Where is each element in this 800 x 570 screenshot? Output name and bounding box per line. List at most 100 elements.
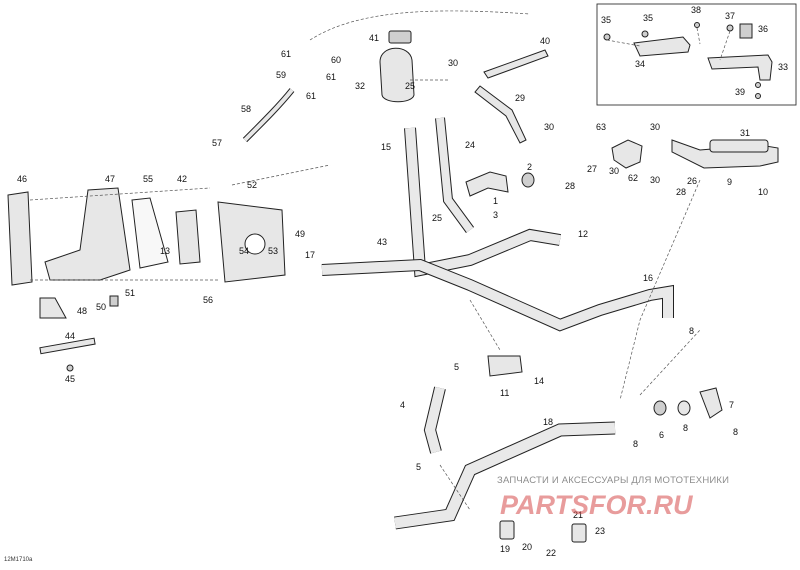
fitting-19 xyxy=(499,520,515,540)
callout-35b: 35 xyxy=(643,13,653,23)
callout-22: 22 xyxy=(546,548,556,558)
callout-5a: 5 xyxy=(454,362,459,372)
callout-27: 27 xyxy=(587,164,597,174)
callout-21: 21 xyxy=(573,510,583,520)
watermark-logo: PARTSFOR.RU xyxy=(500,490,694,520)
center-guides xyxy=(439,179,701,511)
callout-49: 49 xyxy=(295,229,305,239)
callout-14: 14 xyxy=(534,376,544,386)
callout-labels: 1 2 3 4 5 5 6 7 8 8 8 8 9 10 11 12 13 14… xyxy=(17,5,788,558)
callout-10: 10 xyxy=(758,187,768,197)
callout-12: 12 xyxy=(578,229,588,239)
nut-35b xyxy=(641,30,649,38)
callout-61b: 61 xyxy=(326,72,336,82)
callout-59: 59 xyxy=(276,70,286,80)
callout-35a: 35 xyxy=(601,15,611,25)
callout-13: 13 xyxy=(160,246,170,256)
callout-26: 26 xyxy=(687,176,697,186)
label-48 xyxy=(39,297,67,319)
hose-29 xyxy=(474,85,527,144)
elbow-7 xyxy=(699,387,723,419)
callout-56: 56 xyxy=(203,295,213,305)
callout-60: 60 xyxy=(331,55,341,65)
nut-37 xyxy=(726,24,734,32)
callout-48: 48 xyxy=(77,306,87,316)
screw-39a xyxy=(755,82,761,88)
callout-19: 19 xyxy=(500,544,510,554)
callout-33: 33 xyxy=(778,62,788,72)
top-guides xyxy=(309,10,531,81)
fitting-6 xyxy=(653,400,667,416)
callout-37: 37 xyxy=(725,11,735,21)
callout-43: 43 xyxy=(377,237,387,247)
callout-61a: 61 xyxy=(281,49,291,59)
callout-31: 31 xyxy=(740,128,750,138)
callout-5b: 5 xyxy=(416,462,421,472)
tee-11 xyxy=(487,355,523,377)
elbow-1 xyxy=(465,171,509,197)
callout-55: 55 xyxy=(143,174,153,184)
callout-8d: 8 xyxy=(733,427,738,437)
tube-40 xyxy=(483,49,549,79)
callout-57: 57 xyxy=(212,138,222,148)
callout-20: 20 xyxy=(522,542,532,552)
callout-8a: 8 xyxy=(689,326,694,336)
callout-17: 17 xyxy=(305,250,315,260)
callout-23: 23 xyxy=(595,526,605,536)
callout-24: 24 xyxy=(465,140,475,150)
cover-47 xyxy=(44,187,131,281)
airbox-port xyxy=(244,233,266,255)
callout-34: 34 xyxy=(635,59,645,69)
callout-1: 1 xyxy=(493,196,498,206)
callout-25b: 25 xyxy=(432,213,442,223)
callout-6: 6 xyxy=(659,430,664,440)
callout-30c: 30 xyxy=(650,122,660,132)
callout-18: 18 xyxy=(543,417,553,427)
gasket-55 xyxy=(131,197,169,269)
inset-guides xyxy=(606,27,731,61)
clip-36 xyxy=(739,23,753,39)
callout-54: 54 xyxy=(239,246,249,256)
cap-41 xyxy=(388,30,412,44)
drawing-id: 12M1710a xyxy=(4,557,33,563)
callout-62: 62 xyxy=(628,173,638,183)
hose-31 xyxy=(709,139,769,153)
screw-39b xyxy=(755,93,761,99)
inset-frame xyxy=(596,3,797,106)
filter-42 xyxy=(175,209,201,265)
bracket-34 xyxy=(633,36,691,57)
clamp-8 xyxy=(677,400,691,416)
callout-38: 38 xyxy=(691,5,701,15)
callout-50: 50 xyxy=(96,302,106,312)
watermark-tagline: ЗАПЧАСТИ И АКСЕССУАРЫ ДЛЯ МОТОТЕХНИКИ xyxy=(497,475,729,486)
callout-30e: 30 xyxy=(650,175,660,185)
callout-8c: 8 xyxy=(683,423,688,433)
plug-50 xyxy=(109,295,119,307)
callout-52: 52 xyxy=(247,180,257,190)
callout-28a: 28 xyxy=(565,181,575,191)
callout-30b: 30 xyxy=(544,122,554,132)
callout-3: 3 xyxy=(493,210,498,220)
callout-51: 51 xyxy=(125,288,135,298)
callout-40: 40 xyxy=(540,36,550,46)
callout-30a: 30 xyxy=(448,58,458,68)
fitting-21 xyxy=(571,523,587,543)
nut-35a xyxy=(603,33,611,41)
callout-28b: 28 xyxy=(676,187,686,197)
callout-46: 46 xyxy=(17,174,27,184)
callout-15: 15 xyxy=(381,142,391,152)
callout-32: 32 xyxy=(355,81,365,91)
callout-41: 41 xyxy=(369,33,379,43)
nut-45 xyxy=(66,364,74,372)
rod-44 xyxy=(39,337,96,355)
callout-4: 4 xyxy=(400,400,405,410)
callout-11: 11 xyxy=(500,388,509,398)
callout-44: 44 xyxy=(65,331,75,341)
clamp-2 xyxy=(521,172,535,188)
callout-25a: 25 xyxy=(405,81,415,91)
callout-30d: 30 xyxy=(609,166,619,176)
callout-63: 63 xyxy=(596,122,606,132)
valve-62 xyxy=(611,139,643,169)
